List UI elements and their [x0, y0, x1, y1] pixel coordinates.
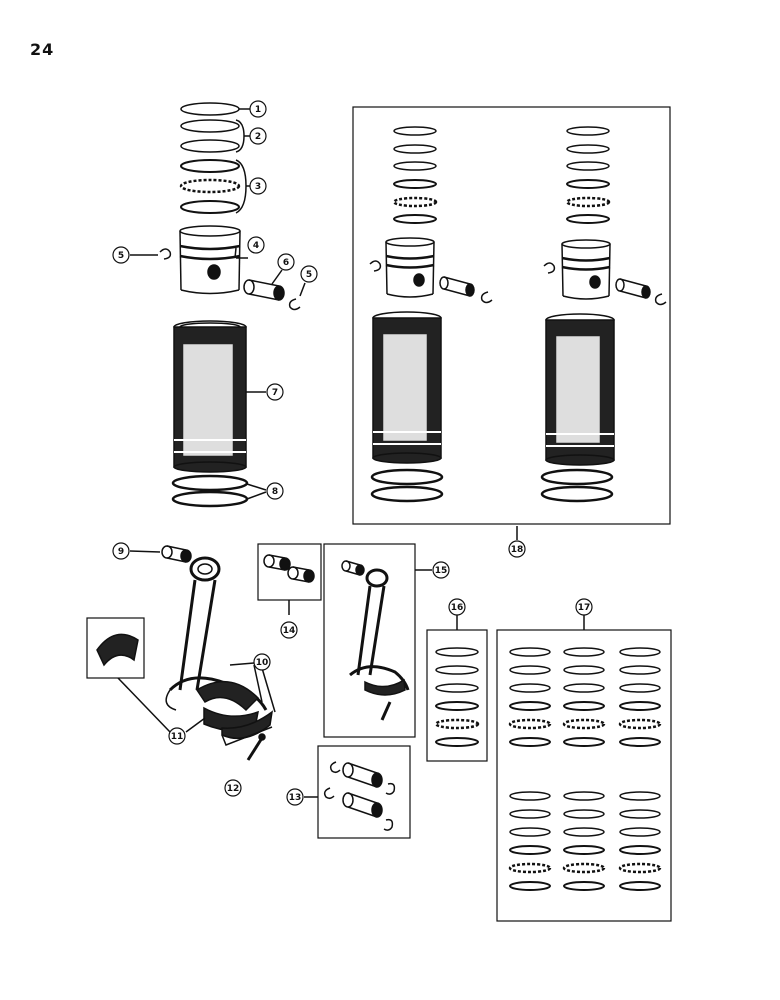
svg-text:9: 9 [118, 547, 124, 557]
piston [179, 225, 241, 295]
callout-18: 18 [508, 540, 526, 558]
callout-16: 16 [448, 598, 466, 616]
bushings-pair [263, 554, 315, 583]
rod-cap [221, 710, 274, 746]
snap-ring-right [288, 298, 301, 311]
callout-15: 15 [432, 561, 450, 579]
callout-8: 8 [266, 482, 284, 500]
callout-1: 1 [249, 100, 267, 118]
callout-4: 4 [247, 236, 265, 254]
svg-text:12: 12 [227, 784, 240, 794]
rod-bolt [246, 733, 266, 761]
ring-set-17-upper [508, 647, 662, 747]
page-number: 24 [30, 40, 55, 59]
callout-5-left: 5 [112, 246, 130, 264]
svg-text:8: 8 [272, 487, 278, 497]
callout-3: 3 [249, 177, 267, 195]
callout-2: 2 [249, 127, 267, 145]
callout-13: 13 [286, 788, 304, 806]
piston-ring-1 [180, 102, 240, 116]
svg-text:15: 15 [435, 566, 448, 576]
ring-set-17-lower [508, 791, 662, 891]
callout-14: 14 [280, 621, 298, 639]
piston-pins-kit [323, 761, 396, 831]
connecting-rod-kit [341, 560, 410, 721]
piston-rings-3 [179, 159, 241, 214]
svg-text:3: 3 [255, 182, 261, 192]
liner-seal-rings [171, 474, 249, 508]
cylinder-liner [173, 320, 247, 473]
svg-text:13: 13 [289, 793, 302, 803]
svg-text:16: 16 [451, 603, 464, 613]
piston-pin [243, 279, 285, 301]
kit-box-18 [352, 106, 671, 525]
svg-text:18: 18 [511, 545, 524, 555]
bearing-shell [96, 633, 139, 667]
callout-12: 12 [224, 779, 242, 797]
svg-text:17: 17 [578, 603, 591, 613]
callout-17: 17 [575, 598, 593, 616]
callout-5-right: 5 [300, 265, 318, 283]
svg-text:14: 14 [283, 626, 296, 636]
kit-box-13 [317, 745, 411, 839]
bearing-inset-box [86, 617, 145, 679]
callout-11: 11 [168, 727, 186, 745]
svg-text:10: 10 [256, 658, 269, 668]
piston-rings-2 [180, 119, 240, 153]
svg-text:7: 7 [272, 388, 278, 398]
callout-7: 7 [266, 383, 284, 401]
svg-text:11: 11 [171, 732, 184, 742]
svg-text:6: 6 [283, 258, 289, 268]
svg-text:1: 1 [255, 105, 261, 115]
sleeve-kit-left [369, 126, 493, 503]
callout-6: 6 [277, 253, 295, 271]
snap-ring-left [159, 248, 172, 260]
callout-10: 10 [253, 653, 271, 671]
sleeve-kit-right [540, 126, 667, 503]
svg-text:4: 4 [253, 241, 259, 251]
svg-text:5: 5 [118, 251, 124, 261]
ring-set-16 [434, 647, 480, 747]
rod-bearing-upper [195, 680, 260, 712]
svg-text:2: 2 [255, 132, 261, 142]
callout-9: 9 [112, 542, 130, 560]
kit-box-15 [323, 543, 416, 738]
bushing [161, 545, 192, 563]
svg-text:5: 5 [306, 270, 312, 280]
connecting-rod [165, 556, 268, 711]
bracket-2 [235, 119, 245, 153]
